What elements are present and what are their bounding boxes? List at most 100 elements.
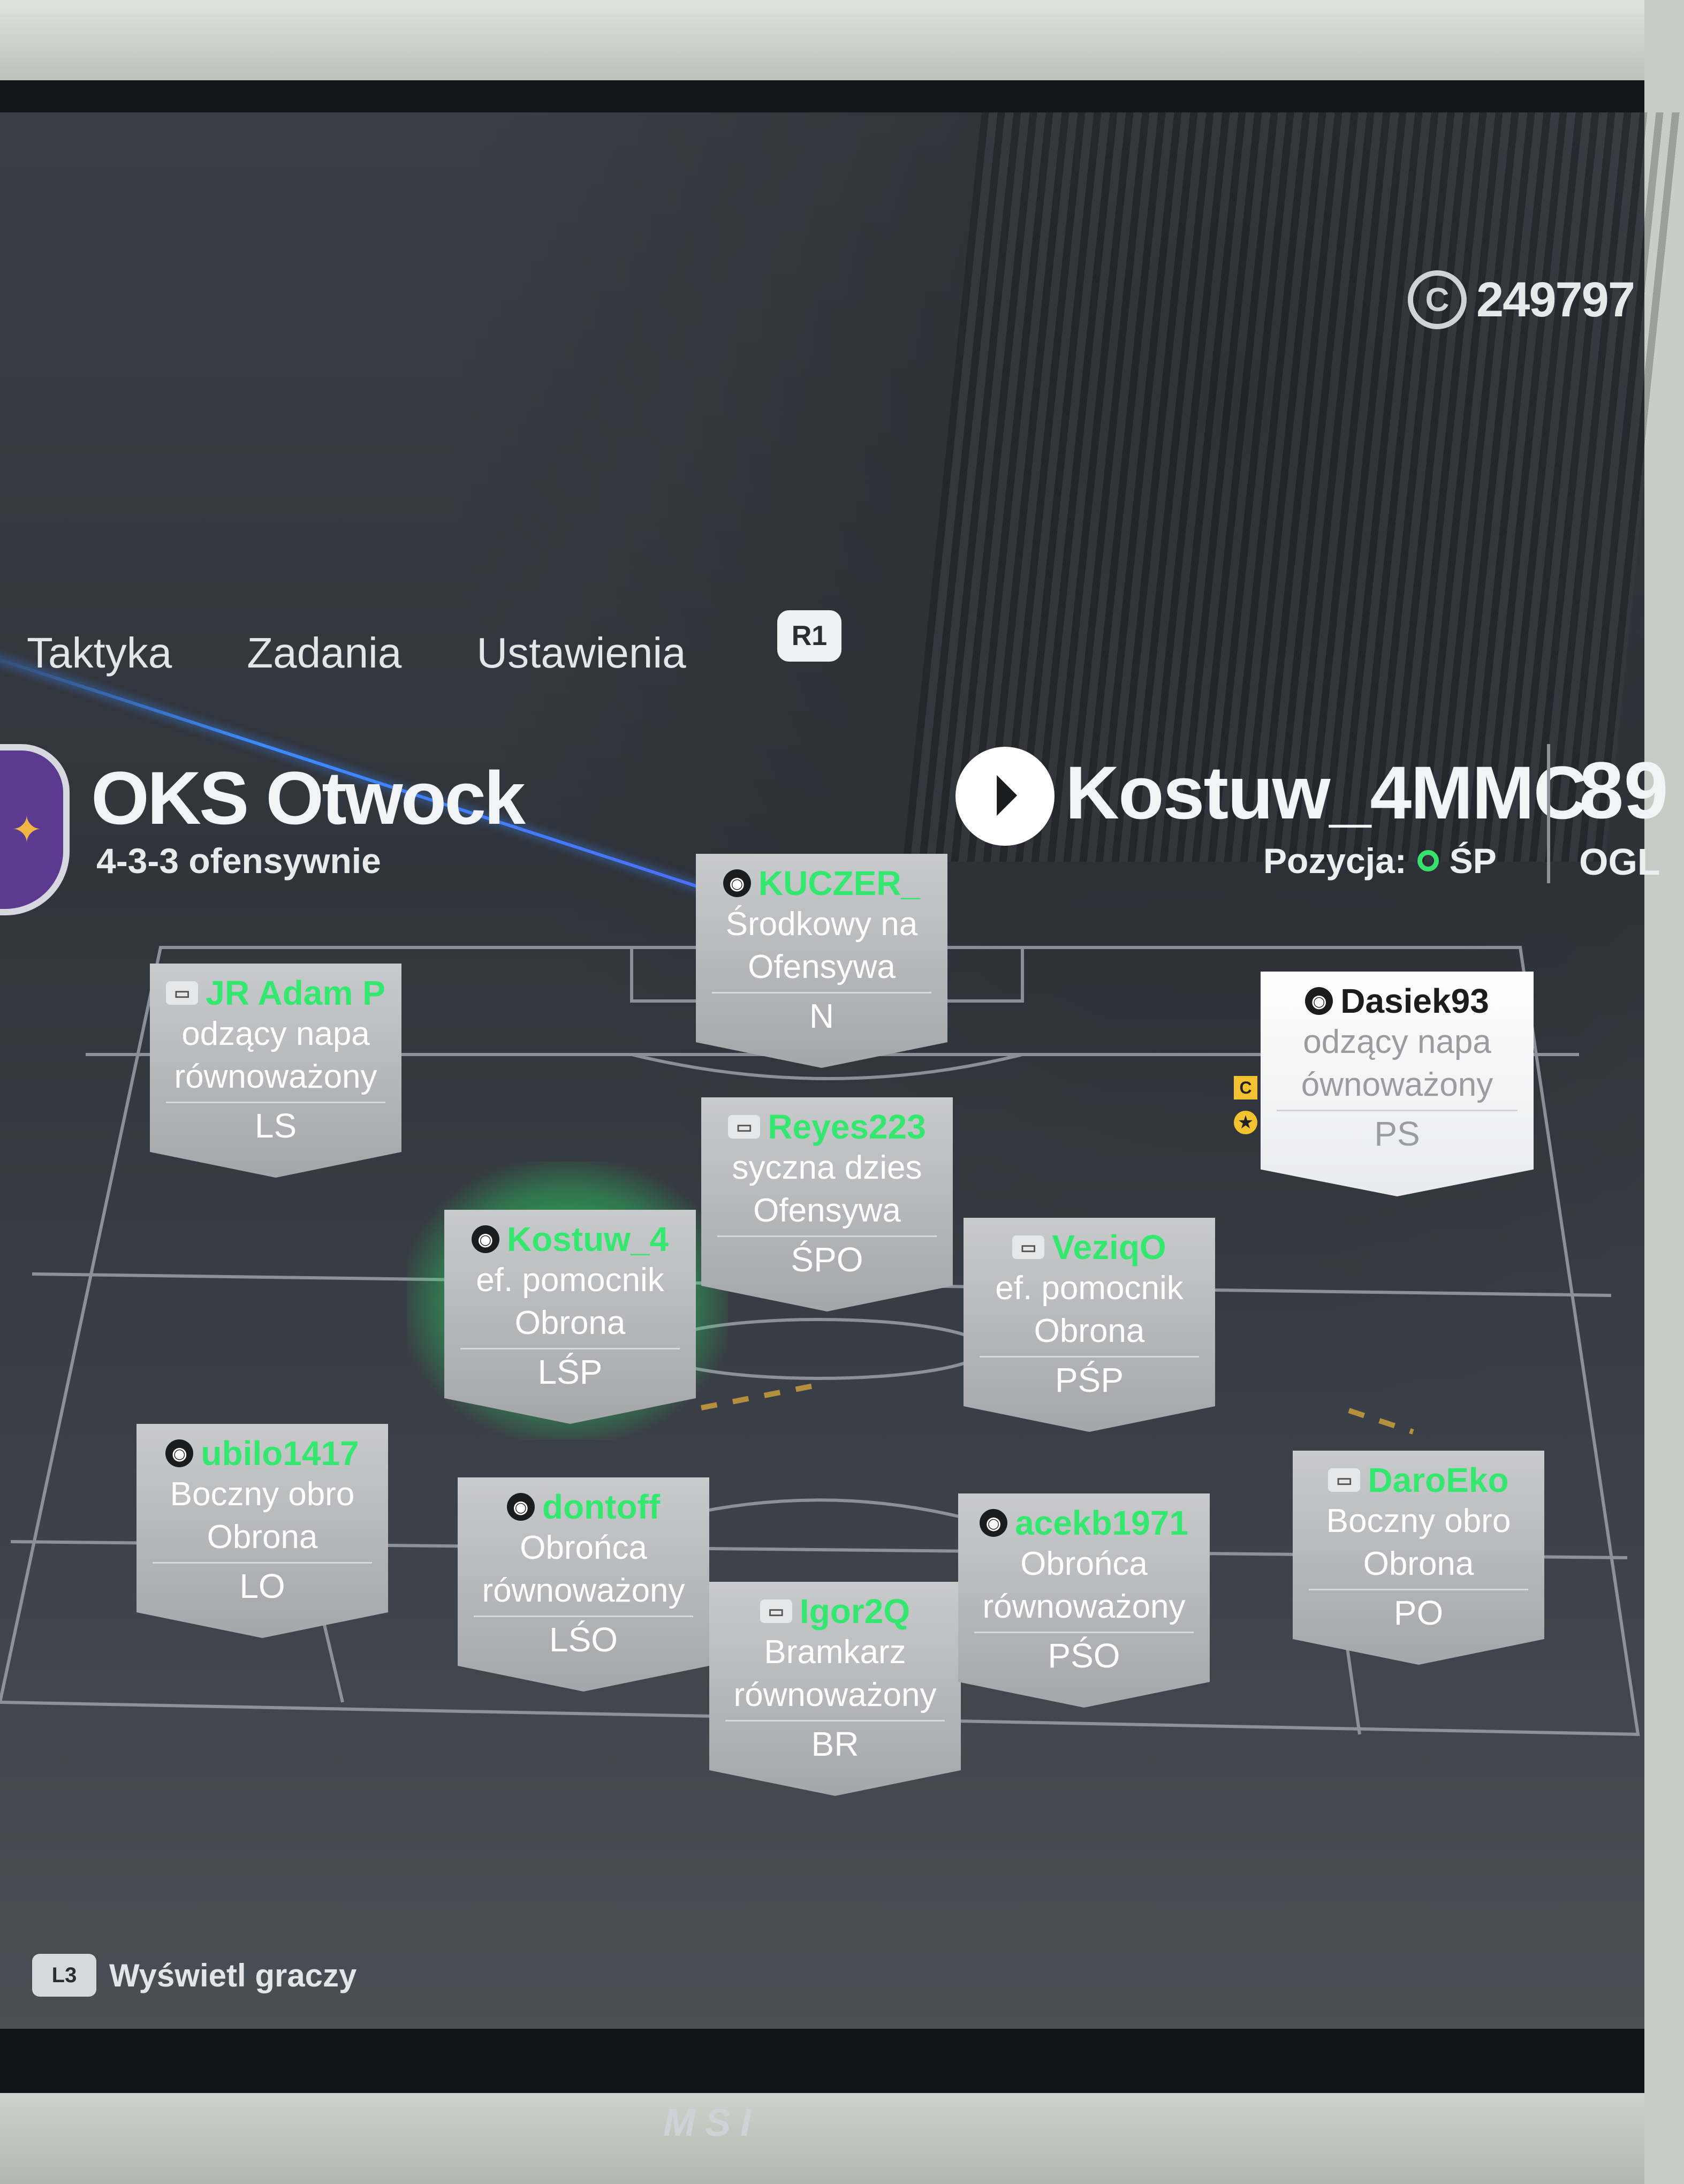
star-badge-icon: ★ xyxy=(1234,1111,1257,1134)
player-card-role: Obrońca xyxy=(1020,1545,1148,1582)
player-card-role: syczna dzies xyxy=(732,1149,922,1186)
player-card-position: LŚO xyxy=(549,1620,618,1659)
card-separator xyxy=(712,992,931,994)
player-card-style: równoważony xyxy=(733,1677,937,1713)
player-card-name: acekb1971 xyxy=(1015,1504,1188,1542)
card-separator xyxy=(980,1356,1199,1358)
playstation-icon: ◉ xyxy=(1305,987,1333,1015)
player-card-role: ef. pomocnik xyxy=(995,1270,1184,1307)
playstation-icon: ◉ xyxy=(980,1509,1008,1537)
player-card-position: PŚP xyxy=(1055,1361,1124,1399)
player-card-position: PŚO xyxy=(1048,1636,1120,1675)
player-card-position: PO xyxy=(1393,1594,1444,1632)
player-card-style: ównoważony xyxy=(1301,1066,1493,1103)
player-card-style: Ofensywa xyxy=(753,1192,901,1229)
monitor-bottom-bezel xyxy=(0,2029,1644,2093)
player-card-role: Obrońca xyxy=(520,1529,647,1566)
card-separator xyxy=(1277,1110,1518,1111)
player-card-role: Bramkarz xyxy=(764,1634,906,1671)
player-card-name: Kostuw_4 xyxy=(506,1220,669,1258)
player-card-role: Boczny obro xyxy=(1326,1503,1511,1540)
player-card-role: odzący napa xyxy=(181,1015,370,1052)
player-card-position: ŚPO xyxy=(791,1240,863,1279)
controller-icon: ▭ xyxy=(1328,1468,1361,1492)
player-card-role: Boczny obro xyxy=(170,1476,355,1513)
background-wall xyxy=(0,0,1644,91)
player-card-style: równoważony xyxy=(482,1572,685,1609)
position-value: ŚP xyxy=(1449,841,1497,881)
player-rating: 89 xyxy=(1579,745,1668,835)
player-card-style: równoważony xyxy=(174,1058,377,1095)
player-card-name: VeziqO xyxy=(1052,1228,1166,1267)
show-players-label: Wyświetl graczy xyxy=(109,1957,357,1993)
player-card-style: równoważony xyxy=(982,1588,1186,1625)
player-card-style: Obrona xyxy=(1034,1313,1145,1349)
player-card-spo[interactable]: ▭ Reyes223 syczna dzies Ofensywa ŚPO xyxy=(701,1097,953,1311)
controller-icon: ▭ xyxy=(1012,1235,1045,1259)
player-card-ps[interactable]: ◉Dasiek93 odzący napa ównoważony PS xyxy=(1261,972,1534,1196)
card-separator xyxy=(474,1616,693,1617)
player-card-pso[interactable]: ◉acekb1971 Obrońca równoważony PŚO xyxy=(958,1493,1210,1708)
position-label: Pozycja: xyxy=(1263,841,1407,881)
player-card-name: dontoff xyxy=(542,1488,661,1526)
tab-ustawienia[interactable]: Ustawienia xyxy=(476,629,686,677)
formation-label: 4-3-3 ofensywnie xyxy=(96,841,381,881)
controller-icon: ▭ xyxy=(760,1599,792,1623)
position-row: Pozycja: ŚP xyxy=(1263,840,1497,881)
r1-button-icon[interactable]: R1 xyxy=(777,610,841,662)
l3-button-icon: L3 xyxy=(32,1954,96,1997)
player-card-name: ubilo1417 xyxy=(201,1434,359,1473)
player-card-name: KUCZER_ xyxy=(758,864,921,903)
player-card-role: odzący napa xyxy=(1303,1023,1491,1060)
player-card-br[interactable]: ▭ Igor2Q Bramkarz równoważony BR xyxy=(709,1582,961,1796)
player-card-lso[interactable]: ◉dontoff Obrońca równoważony LŚO xyxy=(458,1477,709,1692)
card-separator xyxy=(725,1720,945,1722)
monitor-brand-logo: MSI xyxy=(663,2102,761,2144)
player-card-lsp[interactable]: ◉Kostuw_4 ef. pomocnik Obrona LŚP xyxy=(444,1210,696,1424)
player-card-position: PS xyxy=(1374,1114,1420,1153)
card-separator xyxy=(153,1562,372,1564)
playstation-icon: ◉ xyxy=(165,1439,194,1467)
player-card-style: Ofensywa xyxy=(748,949,896,985)
player-card-n[interactable]: ◉KUCZER_ Środkowy na Ofensywa N xyxy=(696,854,947,1068)
card-separator xyxy=(460,1348,680,1349)
playstation-icon: ◉ xyxy=(506,1493,535,1521)
playstation-icon: ⏵ xyxy=(955,747,1055,846)
player-card-name: Igor2Q xyxy=(799,1592,911,1631)
player-card-lo[interactable]: ◉ubilo1417 Boczny obro Obrona LO xyxy=(136,1424,388,1638)
coins-value: 249797 xyxy=(1476,272,1635,327)
player-card-position: LŚP xyxy=(537,1353,603,1391)
playstation-icon: ◉ xyxy=(471,1225,499,1253)
player-card-name: JR Adam P xyxy=(206,974,385,1012)
tab-bar: Taktyka Zadania Ustawienia xyxy=(27,621,686,685)
controller-icon: ▭ xyxy=(728,1115,761,1139)
player-card-role: ef. pomocnik xyxy=(476,1262,664,1299)
show-players-hint[interactable]: L3 Wyświetl graczy xyxy=(32,1954,356,1997)
player-card-name: Reyes223 xyxy=(768,1108,926,1146)
rating-label: OGL xyxy=(1579,841,1660,883)
playstation-icon: ◉ xyxy=(723,869,751,897)
captain-badge-icon: C xyxy=(1234,1076,1257,1099)
coins-display: C 249797 xyxy=(1408,268,1635,332)
player-card-role: Środkowy na xyxy=(725,906,918,943)
player-card-ls[interactable]: ▭ JR Adam P odzący napa równoważony LS xyxy=(150,964,401,1178)
tab-zadania[interactable]: Zadania xyxy=(247,629,402,677)
player-card-position: LS xyxy=(254,1106,297,1145)
player-name: Kostuw_4MMC xyxy=(1065,750,1588,835)
player-card-po[interactable]: ▭DaroEko Boczny obro Obrona PO xyxy=(1293,1451,1544,1665)
header-divider xyxy=(1547,744,1550,883)
card-separator xyxy=(1309,1589,1528,1590)
status-dot-icon xyxy=(1417,850,1439,871)
player-card-position: LO xyxy=(239,1567,285,1605)
player-card-position: N xyxy=(809,997,835,1035)
player-card-style: Obrona xyxy=(207,1519,318,1556)
card-separator xyxy=(717,1235,937,1237)
controller-icon: ▭ xyxy=(166,981,199,1005)
player-card-psp[interactable]: ▭ VeziqO ef. pomocnik Obrona PŚP xyxy=(964,1218,1215,1432)
player-card-position: BR xyxy=(811,1725,859,1763)
club-name: OKS Otwock xyxy=(91,756,526,840)
player-card-style: Obrona xyxy=(514,1305,626,1341)
tab-taktyka[interactable]: Taktyka xyxy=(27,629,172,677)
card-separator xyxy=(974,1632,1194,1633)
player-card-name: Dasiek93 xyxy=(1340,982,1489,1020)
